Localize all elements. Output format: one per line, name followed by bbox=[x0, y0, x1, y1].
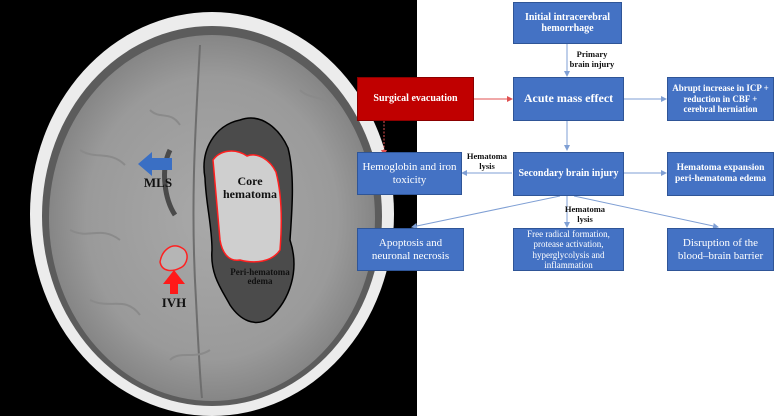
arrow-secondary-to-bbb bbox=[573, 195, 719, 229]
hematoma-lysis-center-note: Hematoma lysis bbox=[564, 204, 606, 224]
free-radical-box: Free radical formation, protease activat… bbox=[513, 228, 624, 271]
mls-label: MLS bbox=[143, 175, 173, 190]
initial-hemorrhage-box: Initial intracerebral hemorrhage bbox=[513, 2, 622, 44]
ct-scan-drawing bbox=[30, 12, 394, 416]
ivh-label: IVH bbox=[161, 295, 187, 310]
mls-arrow-icon bbox=[138, 152, 172, 176]
ivh-arrow-icon bbox=[163, 270, 185, 294]
secondary-brain-injury-box: Secondary brain injury bbox=[513, 152, 624, 196]
primary-injury-note: Primary brain injury bbox=[569, 49, 615, 69]
surgical-evacuation-box: Surgical evacuation bbox=[357, 77, 474, 121]
arrow-secondary-to-apoptosis bbox=[411, 195, 561, 229]
acute-mass-effect-box: Acute mass effect bbox=[513, 77, 624, 121]
hematoma-lysis-left-note: Hematoma lysis bbox=[466, 151, 508, 171]
hematoma-expansion-box: Hematoma expansion peri-hematoma edema bbox=[667, 152, 774, 196]
apoptosis-box: Apoptosis and neuronal necrosis bbox=[357, 228, 464, 271]
peri-hematoma-edema-label: Peri-hematoma edema bbox=[230, 267, 290, 287]
midline-falx bbox=[192, 44, 203, 399]
core-hematoma-region bbox=[212, 150, 282, 263]
ct-scan-image: MLS IVH Core hematoma Peri-hematoma edem… bbox=[0, 0, 417, 416]
ivh-region bbox=[159, 245, 188, 272]
bbb-disruption-box: Disruption of the blood–brain barrier bbox=[667, 228, 774, 271]
icp-box: Abrupt increase in ICP + reduction in CB… bbox=[667, 77, 774, 121]
core-hematoma-label: Core hematoma bbox=[223, 174, 277, 201]
ventricle bbox=[162, 148, 178, 217]
hemoglobin-iron-box: Hemoglobin and iron toxicity bbox=[357, 152, 462, 195]
